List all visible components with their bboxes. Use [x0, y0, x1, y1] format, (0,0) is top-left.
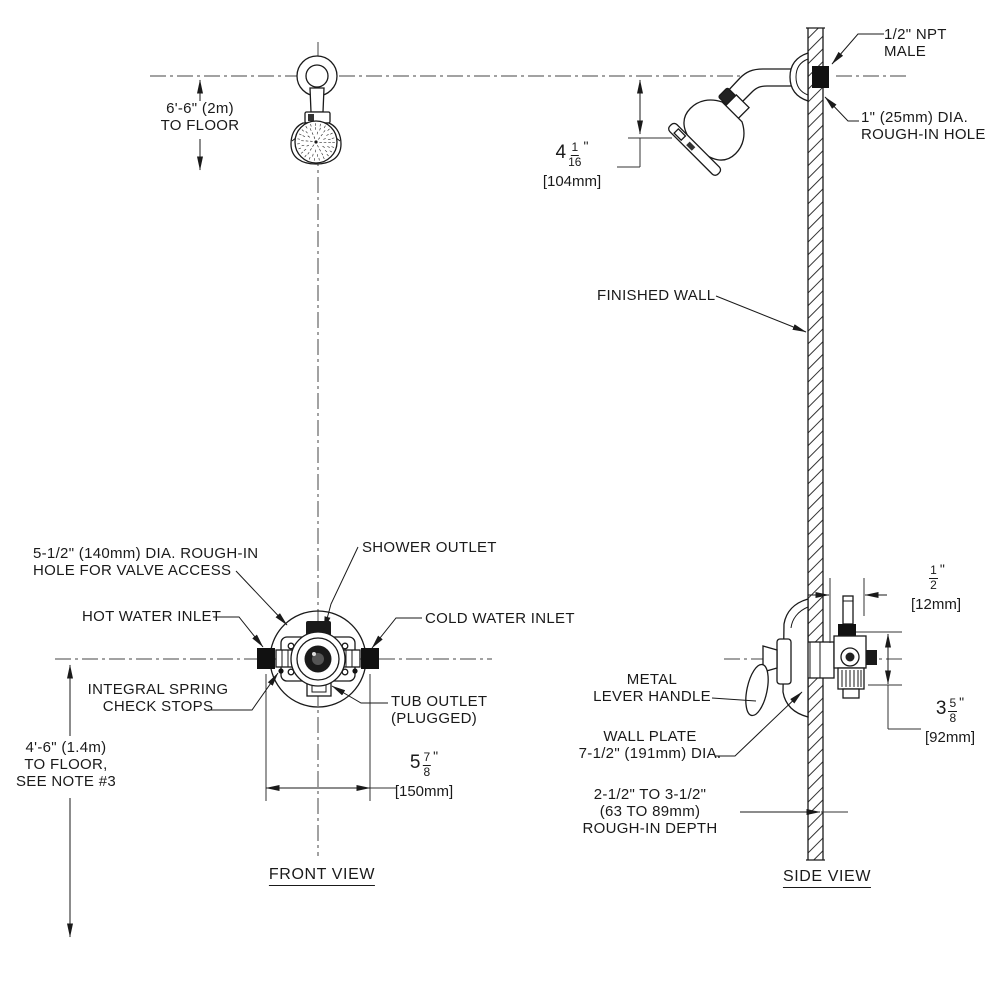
dim-line: 6'-6" (2m): [166, 100, 234, 117]
side-shower-head: [668, 52, 829, 176]
dim-shower-height: 6'-6" (2m) TO FLOOR: [161, 100, 240, 134]
extension-lines: [265, 137, 921, 813]
leader-lines: [208, 33, 884, 757]
cold-inlet-port: [361, 648, 379, 669]
dim-wall-gap: 1 2 " [12mm]: [910, 561, 962, 614]
dim-valve-height: 4'-6" (1.4m) TO FLOOR, SEE NOTE #3: [15, 739, 117, 790]
hot-inlet-port: [257, 648, 275, 669]
dim-inlet-spacing: 5 7 8 " [150mm]: [394, 748, 454, 801]
callout-hot-water-inlet: HOT WATER INLET: [82, 608, 222, 625]
callout-wall-plate: WALL PLATE 7-1/2" (191mm) DIA.: [578, 728, 722, 762]
callout-tub-outlet: TUB OUTLET (PLUGGED): [391, 693, 488, 727]
callout-metal-lever: METAL LEVER HANDLE: [593, 671, 711, 705]
wall-plate-profile: [782, 598, 809, 718]
dimension-lines: [67, 79, 891, 938]
callout-npt-male: 1/2" NPT MALE: [884, 26, 947, 60]
dim-line: TO FLOOR: [160, 117, 240, 134]
front-shower-head: [290, 55, 342, 165]
dim-handle-offset: 3 5 8 " [92mm]: [924, 694, 976, 747]
dim-head-offset: 4 1 16 " [104mm]: [542, 138, 602, 191]
callout-cold-water-inlet: COLD WATER INLET: [425, 610, 575, 627]
npt-fitting: [812, 66, 829, 88]
callout-shower-outlet: SHOWER OUTLET: [362, 539, 497, 556]
lever-handle: [745, 663, 769, 717]
callout-check-stops: INTEGRAL SPRING CHECK STOPS: [87, 681, 229, 715]
front-valve: [257, 610, 379, 708]
callout-rough-in-depth: 2-1/2" TO 3-1/2" (63 TO 89mm) ROUGH-IN D…: [582, 786, 718, 837]
callout-valve-access: 5-1/2" (140mm) DIA. ROUGH-IN HOLE FOR VA…: [33, 545, 259, 579]
front-view-title: FRONT VIEW: [268, 866, 376, 886]
side-view-title: SIDE VIEW: [782, 868, 872, 888]
callout-rough-in-hole: 1" (25mm) DIA. ROUGH-IN HOLE: [861, 109, 986, 143]
finished-wall: [806, 27, 825, 861]
callout-finished-wall: FINISHED WALL: [597, 287, 716, 304]
centerlines: [55, 42, 908, 856]
side-valve: [745, 595, 877, 718]
